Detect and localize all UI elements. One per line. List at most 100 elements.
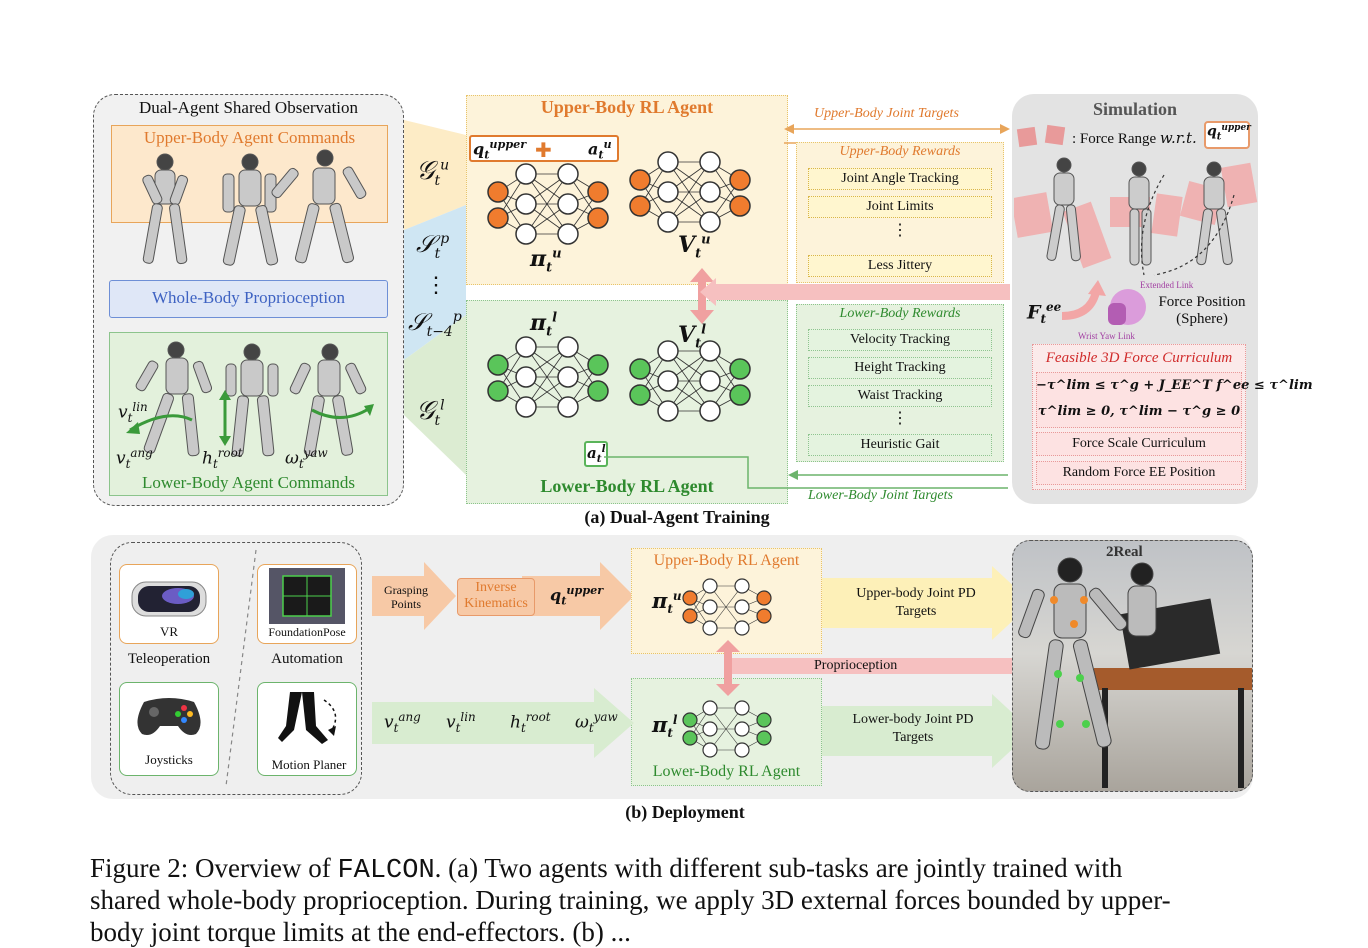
a-l-label: atl <box>587 443 606 465</box>
upper-agent-box <box>466 95 788 285</box>
proprio-feedback-arrow <box>700 278 1010 306</box>
pi-l-deploy-label: πtl <box>652 712 678 741</box>
random-force-ee-position: Random Force EE Position <box>1036 461 1242 485</box>
robot-figure <box>289 343 367 456</box>
lower-agent-deploy-box <box>631 678 822 786</box>
pi-l-label: πtl <box>530 310 558 340</box>
upper-deploy-network <box>682 578 772 636</box>
lower-pd-arrow <box>822 694 1032 768</box>
a-l-box <box>584 441 608 467</box>
lower-agent-deploy-title: Lower-Body RL Agent <box>652 763 801 780</box>
s-p-label: 𝒮tp <box>416 230 450 262</box>
figure-caption-line-1: Figure 2: Overview of FALCON. (a) Two ag… <box>90 853 1123 886</box>
lower-joint-targets-label: Lower-Body Joint Targets <box>808 488 953 503</box>
robot-figure <box>222 153 279 266</box>
grasping-points-label: Grasping Points <box>384 583 428 611</box>
motion-planer-label: Motion Planer <box>271 757 347 772</box>
lower-commands-label: Lower-Body Agent Commands <box>141 473 356 492</box>
lower-joint-targets-arrow <box>604 456 1008 489</box>
extended-link-label: Extended Link <box>1140 280 1194 290</box>
proprioception-label: Proprioception <box>814 658 898 673</box>
lower-rewards-title: Lower-Body Rewards <box>839 306 961 321</box>
reward-waist-tracking: Waist Tracking <box>808 385 992 407</box>
reward-joint-limits: Joint Limits <box>808 196 992 218</box>
sources-divider <box>225 549 257 787</box>
pi-u-label: πtu <box>530 246 562 276</box>
foundationpose-label: FoundationPose <box>268 625 346 639</box>
equation-box <box>1036 372 1242 428</box>
yaw-arrow-icon <box>311 406 371 420</box>
v-u-label: Vtu <box>678 232 711 262</box>
observation-bands <box>404 120 466 475</box>
vr-label: VR <box>159 624 179 639</box>
proprio-deploy-arrow <box>716 640 1016 696</box>
panel-a-caption: (a) Dual-Agent Training <box>584 507 770 527</box>
pi-u-deploy-label: πtu <box>652 588 682 617</box>
q-upper-deploy-label: qtupper <box>550 583 604 608</box>
w-yaw-label: ωtyaw <box>285 446 328 472</box>
g-l-label: 𝒢tl <box>416 396 445 430</box>
curriculum-title: Feasible 3D Force Curriculum <box>1045 350 1233 366</box>
robot-figure <box>225 343 279 457</box>
lower-input-arrow <box>372 688 634 758</box>
inverse-kinematics-box <box>457 578 535 616</box>
constraint-eq-1: −τ^lim ≤ τ^g + J_EE^T f^ee ≤ τ^lim <box>1036 378 1313 393</box>
robot-figure <box>271 149 367 264</box>
s-dots: ⋮ <box>425 272 447 297</box>
simulation-title: Simulation <box>1092 99 1178 119</box>
upper-pd-label: Upper-body Joint PD Targets <box>856 586 976 619</box>
robot-figure <box>135 341 213 457</box>
lower-policy-network <box>487 336 609 418</box>
q-upper-a-u-box <box>469 135 619 162</box>
force-position-label: Force Position <box>1158 294 1246 310</box>
reward-joint-angle-tracking: Joint Angle Tracking <box>808 168 992 190</box>
v-lin-label: vtlin <box>118 400 148 426</box>
s-p4-label: 𝒮t−4p <box>408 308 462 340</box>
reward-velocity-tracking: Velocity Tracking <box>808 329 992 351</box>
figure-caption-line-2: shared whole-body proprioception. During… <box>90 885 1171 915</box>
whole-body-proprio-label: Whole-Body Proprioception <box>151 288 346 307</box>
reward-heuristic-gait: Heuristic Gait <box>808 434 992 456</box>
a-u-label: atu <box>588 137 612 162</box>
joysticks-card[interactable] <box>119 682 219 776</box>
walking-legs-icon <box>278 692 337 744</box>
lower-pd-label: Lower-body Joint PD Targets <box>852 712 974 745</box>
simulation-robots <box>1014 157 1258 276</box>
v-ang-label: vtang <box>116 446 153 472</box>
h-root-deploy-label: htroot <box>510 710 551 736</box>
sphere-label: (Sphere) <box>1176 311 1228 327</box>
q-upper-sim-label: qtupper <box>1207 123 1251 143</box>
teleoperation-label: Teleoperation <box>127 651 211 667</box>
w-yaw-deploy-label: ωtyaw <box>575 710 618 736</box>
upper-input-arrow <box>372 562 634 630</box>
v-lin-deploy-label: vtlin <box>446 710 476 736</box>
agent-exchange-arrow <box>690 268 714 324</box>
hand-sphere-icon <box>1108 289 1146 325</box>
force-curve-arrow-icon <box>1061 280 1106 320</box>
upper-agent-deploy-box <box>631 548 822 654</box>
upper-commands-label: Upper-Body Agent Commands <box>143 128 356 147</box>
real-robot-scene <box>1018 557 1252 788</box>
to-real-label: 2Real <box>1106 544 1143 560</box>
upper-value-network <box>629 151 751 233</box>
reward-ellipsis: ⋮ <box>892 222 908 239</box>
upper-rewards-title: Upper-Body Rewards <box>839 144 961 159</box>
v-ang-deploy-label: vtang <box>384 710 421 736</box>
lower-robot-figures <box>126 341 374 457</box>
figure-caption-line-3: body joint torque limits at the end-effe… <box>90 917 631 947</box>
observation-title: Dual-Agent Shared Observation <box>138 98 359 117</box>
upper-agent-title: Upper-Body RL Agent <box>540 97 714 117</box>
reward-height-tracking: Height Tracking <box>808 357 992 379</box>
input-sources-box <box>110 542 362 795</box>
reward-ellipsis-lower: ⋮ <box>892 410 908 427</box>
robot-figure <box>142 153 189 265</box>
gamepad-icon <box>137 698 201 735</box>
force-range-icon <box>1016 124 1066 148</box>
panel-b-caption: (b) Deployment <box>625 802 745 822</box>
joysticks-label: Joysticks <box>145 752 193 767</box>
h-root-label: htroot <box>202 446 243 472</box>
q-upper-label: qtupper <box>473 137 527 162</box>
upper-policy-network <box>487 163 609 245</box>
upper-robot-figures <box>142 149 367 266</box>
g-u-label: 𝒢tu <box>416 156 450 190</box>
